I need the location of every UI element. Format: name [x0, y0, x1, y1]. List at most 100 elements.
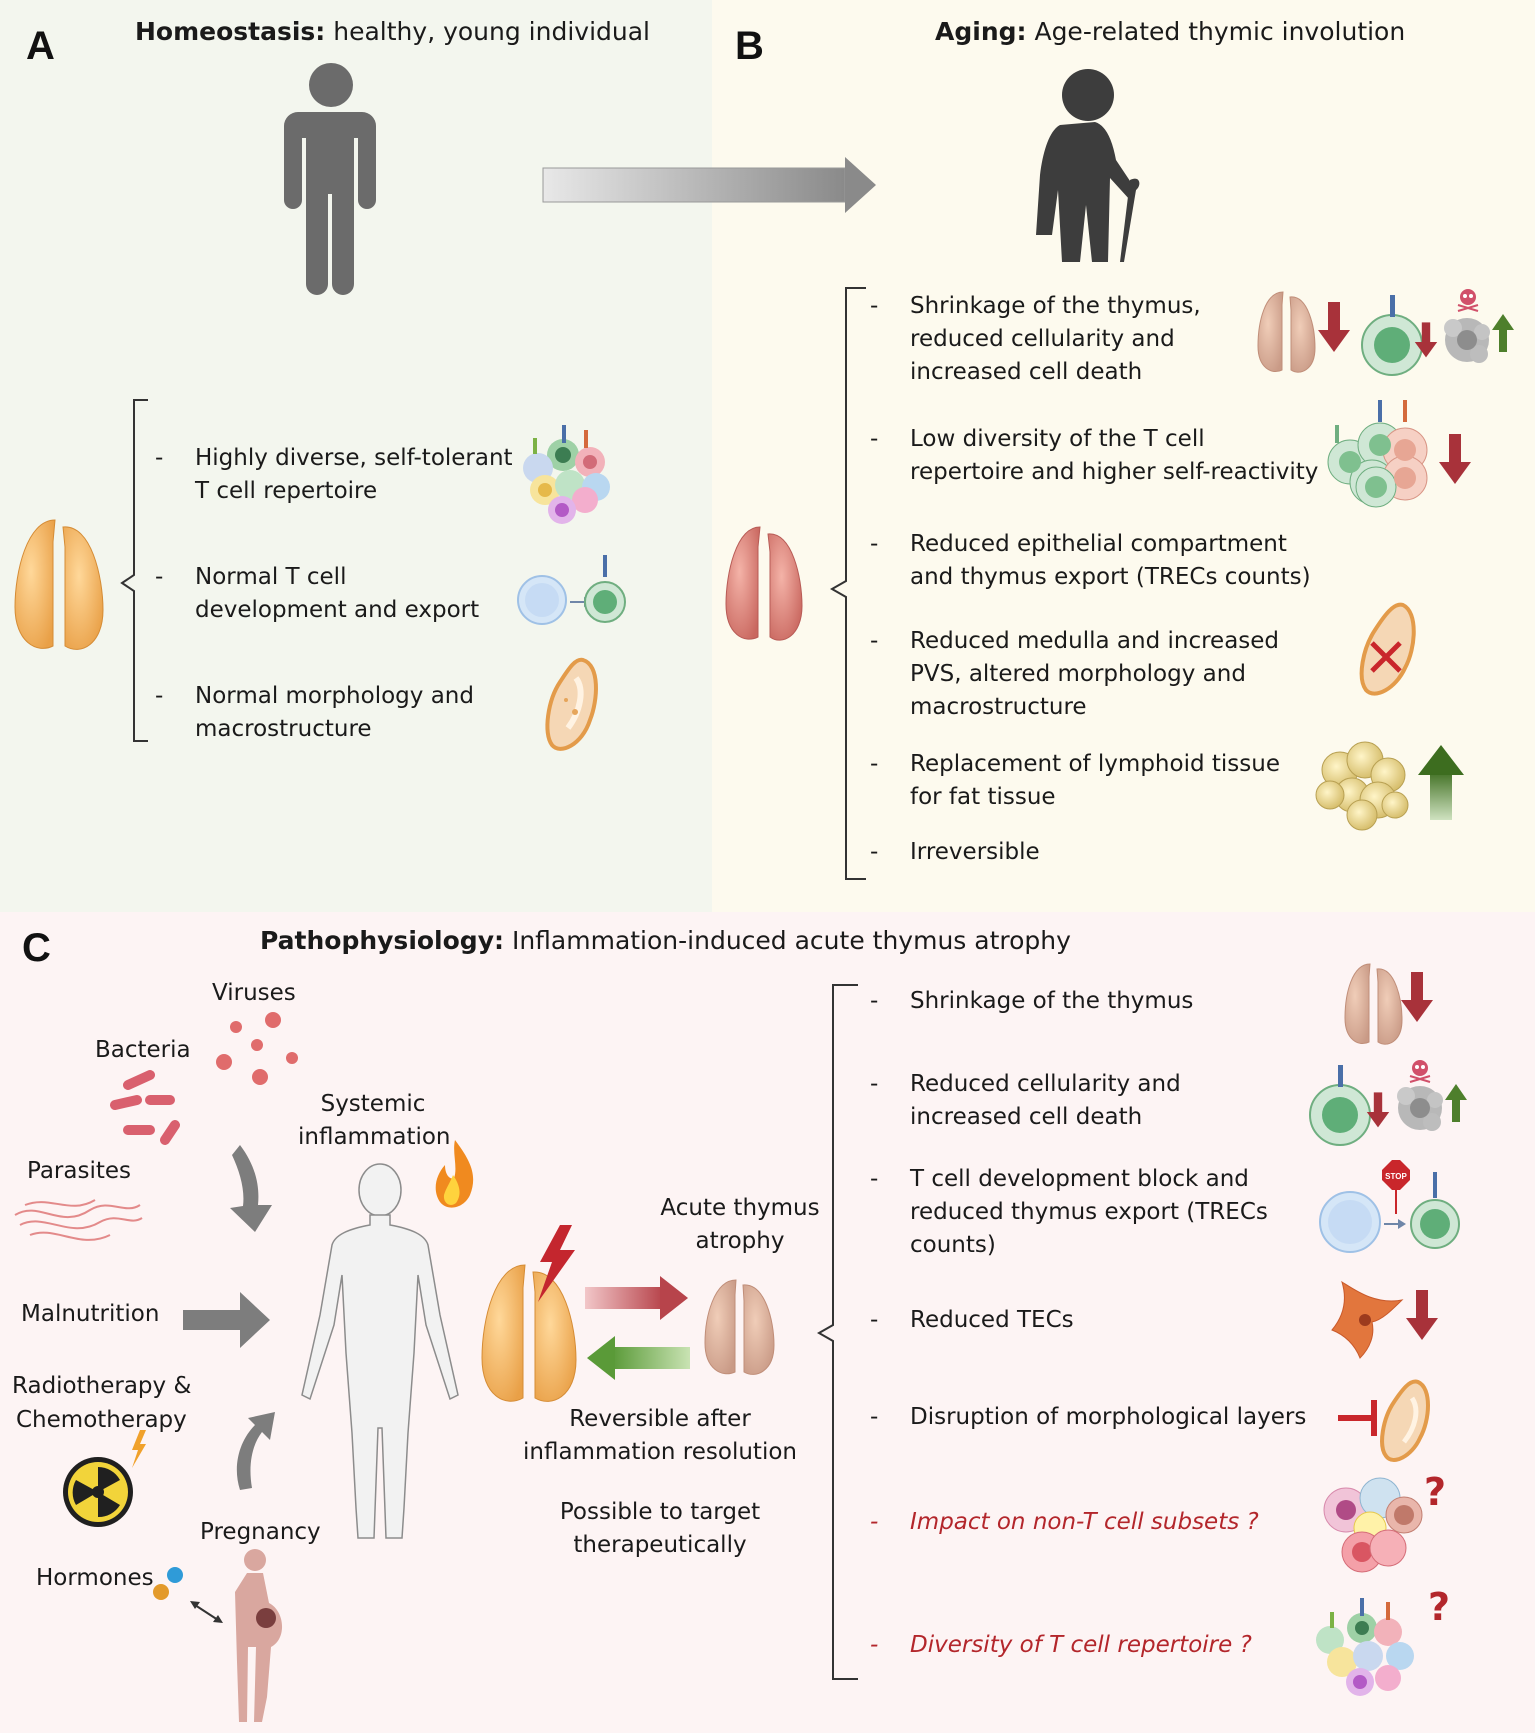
atrophy-line-1: Acute thymus — [660, 1195, 820, 1221]
stop-sign-text: STOP — [1385, 1172, 1407, 1181]
panel-a-title-bold: Homeostasis: — [135, 17, 326, 46]
panel-b-item-3: -Reduced epithelial compartment and thym… — [870, 531, 1311, 590]
panel-b-item-1: -Shrinkage of the thymus, reduced cellul… — [870, 293, 1201, 385]
panel-c-item-2: -Reduced cellularity and increased cell … — [870, 1071, 1181, 1130]
chemotherapy-label: Chemotherapy — [16, 1407, 187, 1433]
systemic-line-1: Systemic — [320, 1091, 426, 1117]
diverse-t-cells-icon — [523, 425, 610, 524]
panel-c-item-1: -Shrinkage of the thymus — [870, 988, 1194, 1014]
panel-c-item-6-text: Impact on non-T cell subsets ? — [910, 1509, 1259, 1535]
panel-c-item-3-text: T cell development block and reduced thy… — [910, 1166, 1268, 1258]
question-mark-2-icon: ? — [1428, 1585, 1450, 1629]
panel-c-item-7-text: Diversity of T cell repertoire ? — [910, 1632, 1252, 1658]
shrinking-thymus-icon — [1257, 291, 1316, 373]
pregnant-woman-icon — [235, 1549, 283, 1722]
t-cell-repertoire-icon — [1316, 1598, 1414, 1696]
t-cell-development-icon — [517, 555, 626, 625]
healthy-thymus-icon — [14, 519, 104, 650]
panel-c-item-4-text: Reduced TECs — [910, 1307, 1074, 1333]
systemic-line-2: inflammation — [298, 1124, 451, 1150]
bracket-a — [120, 399, 148, 742]
fat-tissue-icon — [1315, 741, 1409, 831]
lightning-icon — [538, 1225, 575, 1302]
radiotherapy-label: Radiotherapy & — [12, 1373, 192, 1399]
aging-transition-arrow — [542, 157, 876, 213]
panel-b-item-2: -Low diversity of the T cell repertoire … — [870, 426, 1319, 485]
systemic-inflammation-label: Systemic inflammation — [298, 1088, 451, 1154]
question-mark-1-icon: ? — [1424, 1470, 1446, 1514]
panel-a-item-3-text: Normal morphology and macrostructure — [195, 683, 474, 742]
panel-b-item-6-text: Irreversible — [910, 839, 1040, 865]
bacteria-icon — [110, 1070, 180, 1145]
bracket-b — [829, 287, 866, 880]
panel-b-letter: B — [735, 24, 764, 68]
panel-b-item-4-text: Reduced medulla and increased PVS, alter… — [910, 628, 1280, 720]
viruses-label: Viruses — [212, 980, 296, 1006]
panel-b-item-3-text: Reduced epithelial compartment and thymu… — [910, 531, 1311, 590]
panel-c-item-7: -Diversity of T cell repertoire ? — [870, 1632, 1252, 1658]
pregnancy-label: Pregnancy — [200, 1519, 321, 1545]
human-body-icon — [301, 1163, 459, 1539]
malnutrition-label: Malnutrition — [21, 1301, 160, 1327]
panel-a-title: Homeostasis: healthy, young individual — [135, 17, 650, 46]
development-block-icon — [1319, 1160, 1460, 1253]
panel-b-title: Aging: Age-related thymic involution — [935, 17, 1405, 46]
acute-atrophy-label: Acute thymus atrophy — [660, 1192, 820, 1258]
c-lobule-icon — [1380, 1379, 1430, 1462]
thymus-lobule-icon — [545, 657, 598, 751]
parasites-label: Parasites — [27, 1158, 132, 1184]
panel-a-letter: A — [26, 24, 55, 68]
panel-c-item-3: -T cell development block and reduced th… — [870, 1166, 1268, 1258]
thymus-c-icon — [481, 1264, 577, 1402]
panel-c-item-4: -Reduced TECs — [870, 1307, 1074, 1333]
panel-c-title: Pathophysiology: Inflammation-induced ac… — [260, 926, 1071, 955]
panel-a-title-rest: healthy, young individual — [325, 17, 651, 46]
panel-c-letter: C — [22, 926, 51, 970]
panel-b-item-1-text: Shrinkage of the thymus, reduced cellula… — [910, 293, 1201, 385]
c-skull-icon — [1409, 1060, 1431, 1083]
reversible-line-1: Reversible after — [569, 1406, 751, 1432]
panel-c-item-6: -Impact on non-T cell subsets ? — [870, 1509, 1259, 1535]
panel-b-item-5-text: Replacement of lymphoid tissue for fat t… — [910, 751, 1280, 810]
panel-b-title-rest: Age-related thymic involution — [1026, 17, 1406, 46]
panel-c-item-5: -Disruption of morphological layers — [870, 1404, 1307, 1430]
panel-a-item-2-text: Normal T cell development and export — [195, 564, 480, 623]
panel-b-item-4: -Reduced medulla and increased PVS, alte… — [870, 628, 1280, 720]
skull-icon — [1457, 289, 1479, 312]
c-shrinking-thymus-icon — [1344, 963, 1403, 1045]
recovery-arrow — [587, 1336, 690, 1380]
inflammation-flame-icon — [435, 1140, 474, 1208]
altered-morphology-icon — [1359, 602, 1416, 696]
cause-arrows — [183, 1145, 275, 1490]
therapeutic-target-label: Possible to target therapeutically — [540, 1496, 780, 1562]
panel-c-item-1-text: Shrinkage of the thymus — [910, 988, 1194, 1014]
disruption-inhibit-icon — [1338, 1400, 1377, 1436]
atrophy-line-2: atrophy — [695, 1228, 785, 1254]
atrophied-thymus-icon — [704, 1279, 775, 1375]
panel-c-item-5-text: Disruption of morphological layers — [910, 1404, 1307, 1430]
tec-cell-icon — [1331, 1280, 1404, 1359]
panel-c-title-rest: Inflammation-induced acute thymus atroph… — [504, 926, 1071, 955]
target-line-2: therapeutically — [573, 1532, 747, 1558]
panel-b-item-5: -Replacement of lymphoid tissue for fat … — [870, 751, 1280, 810]
target-line-1: Possible to target — [559, 1499, 761, 1525]
parasites-icon — [14, 1199, 143, 1241]
panel-c-title-bold: Pathophysiology: — [260, 926, 504, 955]
increase-arrow-icon — [1418, 745, 1464, 820]
panel-c-item-2-text: Reduced cellularity and increased cell d… — [910, 1071, 1181, 1130]
low-diversity-t-cells-icon — [1327, 400, 1428, 508]
non-t-cell-subsets-icon — [1323, 1477, 1423, 1573]
panel-a-item-1: -Highly diverse, self-tolerant T cell re… — [155, 445, 513, 504]
bracket-c — [816, 984, 858, 1680]
viruses-icon — [216, 1012, 298, 1085]
bacteria-label: Bacteria — [95, 1037, 191, 1063]
panel-b-item-6: -Irreversible — [870, 839, 1040, 865]
young-person-icon — [284, 63, 376, 295]
reversible-line-2: inflammation resolution — [522, 1439, 797, 1465]
lightning-small-icon — [132, 1430, 146, 1468]
panel-a-item-1-text: Highly diverse, self-tolerant T cell rep… — [195, 445, 513, 504]
aging-thymus-icon — [725, 526, 803, 641]
radiation-icon — [63, 1457, 133, 1527]
elderly-person-icon — [1036, 69, 1140, 262]
